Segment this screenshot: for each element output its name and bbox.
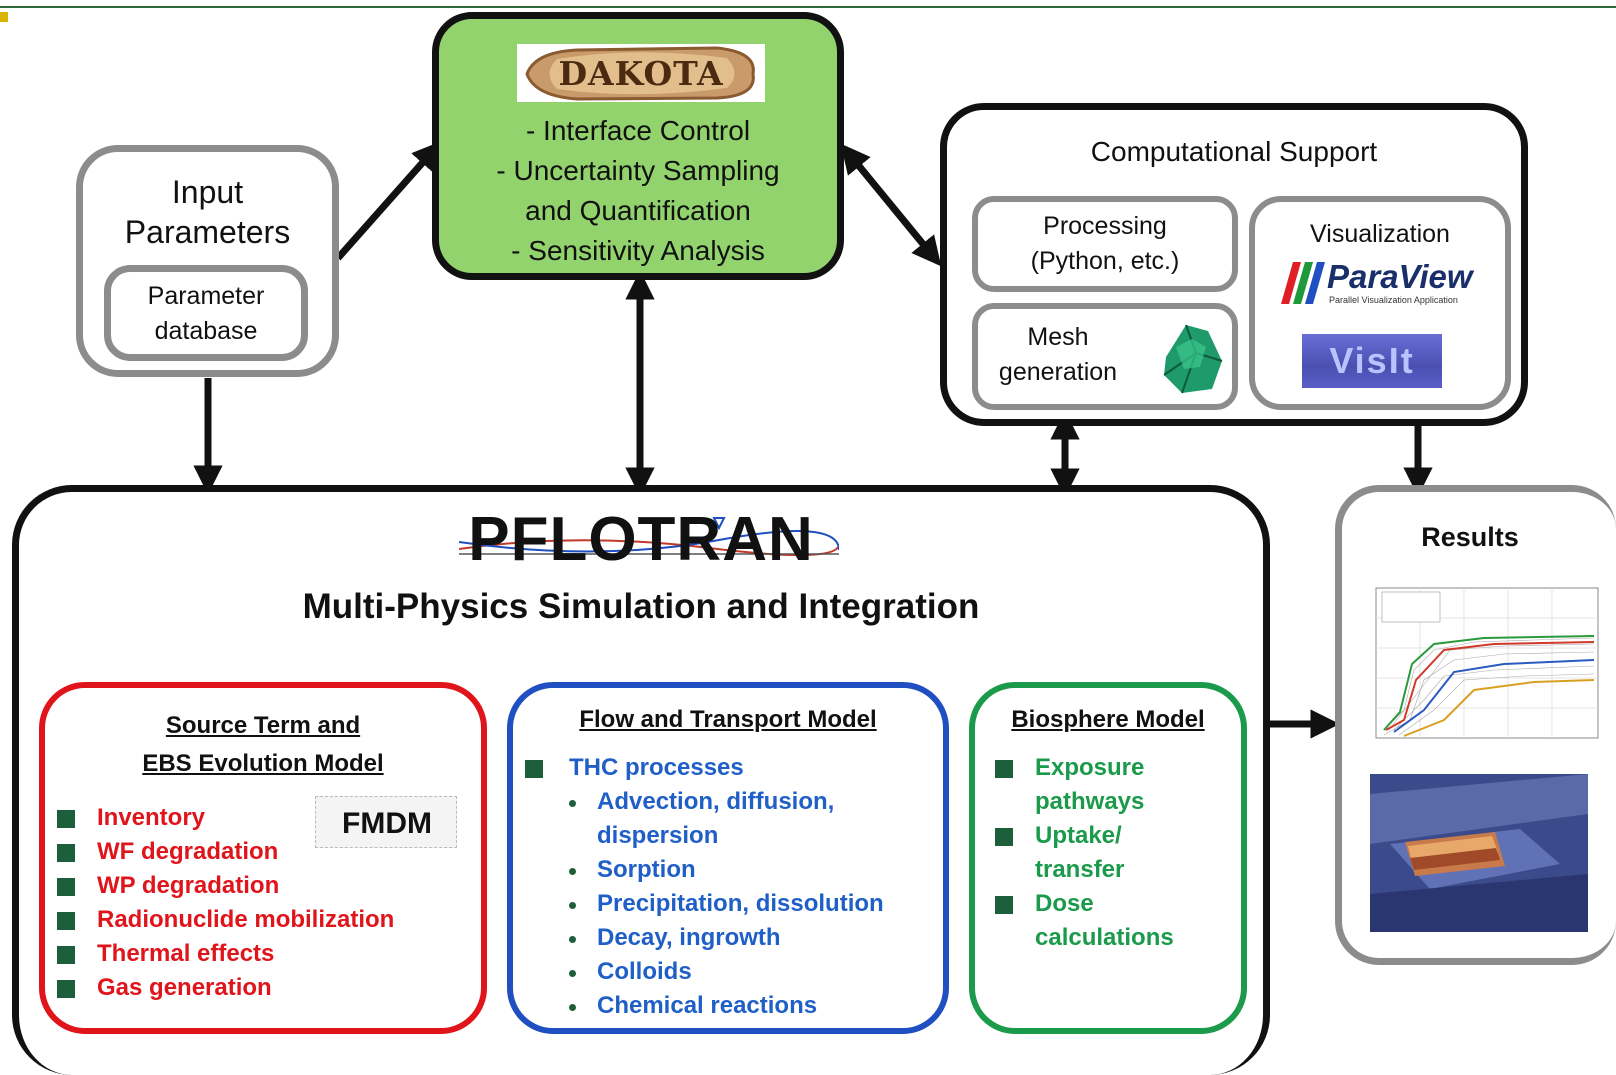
parameter-database-line1: Parameter (147, 282, 265, 310)
dakota-line-3: and Quantification (525, 195, 751, 226)
pflotran-subtitle: Multi-Physics Simulation and Integration (302, 587, 980, 626)
dakota-line-2: - Uncertainty Sampling (496, 155, 780, 186)
flow-title: Flow and Transport Model (579, 706, 877, 733)
biosphere-item: Dose calculations (995, 890, 1235, 958)
biosphere-item: Exposure pathways (995, 754, 1235, 822)
biosphere-title: Biosphere Model (1011, 706, 1205, 733)
bullet-square (57, 844, 75, 862)
bullet-dot (569, 1004, 576, 1011)
source-term-box: Source Term and EBS Evolution Model FMDM… (39, 682, 487, 1034)
bullet-dot (569, 868, 576, 875)
flow-sub-item: Chemical reactions (565, 992, 945, 1026)
input-title-line2: Parameters (124, 214, 291, 250)
parameter-database-box: Parameter database (104, 265, 308, 361)
biosphere-box: Biosphere Model Exposure pathways Uptake… (969, 682, 1247, 1034)
source-term-title-line2: EBS Evolution Model (142, 750, 384, 777)
computational-support-box: Computational Support Processing (Python… (940, 103, 1528, 426)
input-parameters-box: Input Parameters Parameter database (76, 145, 339, 377)
flow-transport-box: Flow and Transport Model THC processes A… (507, 682, 949, 1034)
pflotran-name: PFLOTRAN (468, 505, 814, 574)
paraview-tagline: Parallel Visualization Application (1329, 295, 1458, 305)
bullet-square (57, 878, 75, 896)
processing-line1: Processing (1043, 212, 1167, 240)
flow-sub-item: Precipitation, dissolution (565, 890, 945, 924)
results-box: Results (1335, 485, 1616, 965)
thc-label: THC processes (569, 754, 744, 781)
pflotran-box: PFLOTRAN Multi-Physics Simulation and In… (12, 485, 1270, 1075)
paraview-logo: ParaView Parallel Visualization Applicat… (1275, 258, 1485, 306)
biosphere-item: Uptake/ transfer (995, 822, 1235, 890)
thc-item: THC processes (525, 754, 925, 788)
bullet-square (57, 980, 75, 998)
dakota-line-1: - Interface Control (525, 115, 751, 146)
mesh-line2: generation (998, 358, 1118, 386)
visualization-box: Visualization ParaView Parallel Visualiz… (1249, 196, 1511, 410)
bullet-square (525, 760, 543, 778)
bullet-dot (569, 800, 576, 807)
fmdm-label: FMDM (342, 807, 432, 840)
mesh-line1: Mesh (1027, 323, 1089, 351)
parameter-database-line2: database (154, 317, 258, 345)
dakota-logo-graphic (525, 46, 755, 101)
bullet-square (57, 810, 75, 828)
bullet-square (57, 946, 75, 964)
dakota-logo-text: DAKOTA (558, 54, 724, 93)
bullet-dot (569, 970, 576, 977)
arrow-input-to-dakota (335, 141, 442, 261)
dakota-line-4: - Sensitivity Analysis (511, 235, 765, 266)
computational-title: Computational Support (1090, 136, 1378, 167)
bullet-square (995, 896, 1013, 914)
source-term-title-line1: Source Term and (165, 712, 361, 739)
dakota-box: DAKOTA - Interface Control - Uncertainty… (432, 12, 844, 280)
input-title-line1: Input (171, 174, 244, 210)
flow-sub-item: Sorption (565, 856, 945, 890)
processing-box: Processing (Python, etc.) (972, 196, 1238, 292)
flow-sub-item: Colloids (565, 958, 945, 992)
visualization-title: Visualization (1310, 220, 1450, 248)
mesh-generation-box: Mesh generation (972, 303, 1238, 410)
results-dose-plot (1375, 587, 1599, 739)
corner-mark (0, 12, 8, 22)
arrow-dakota-computational (840, 143, 942, 267)
bullet-square (995, 828, 1013, 846)
pflotran-logo-lines (459, 517, 839, 557)
paraview-name: ParaView (1327, 258, 1473, 295)
flow-sub-item: Decay, ingrowth (565, 924, 945, 958)
mesh-icon (1163, 324, 1223, 394)
visit-name: VisIt (1329, 340, 1415, 381)
bullet-dot (569, 902, 576, 909)
bullet-square (995, 760, 1013, 778)
visit-logo: VisIt (1302, 334, 1442, 388)
results-title: Results (1421, 522, 1519, 552)
processing-line2: (Python, etc.) (1030, 247, 1180, 275)
bullet-square (57, 912, 75, 930)
flow-sub-item: Advection, diffusion, dispersion (565, 788, 945, 856)
fmdm-logo: FMDM (315, 796, 457, 848)
paraview-bars-icon (1281, 262, 1325, 304)
results-3d-render (1370, 774, 1588, 932)
dakota-logo: DAKOTA (517, 44, 765, 102)
top-rule (0, 6, 1616, 8)
bullet-dot (569, 936, 576, 943)
